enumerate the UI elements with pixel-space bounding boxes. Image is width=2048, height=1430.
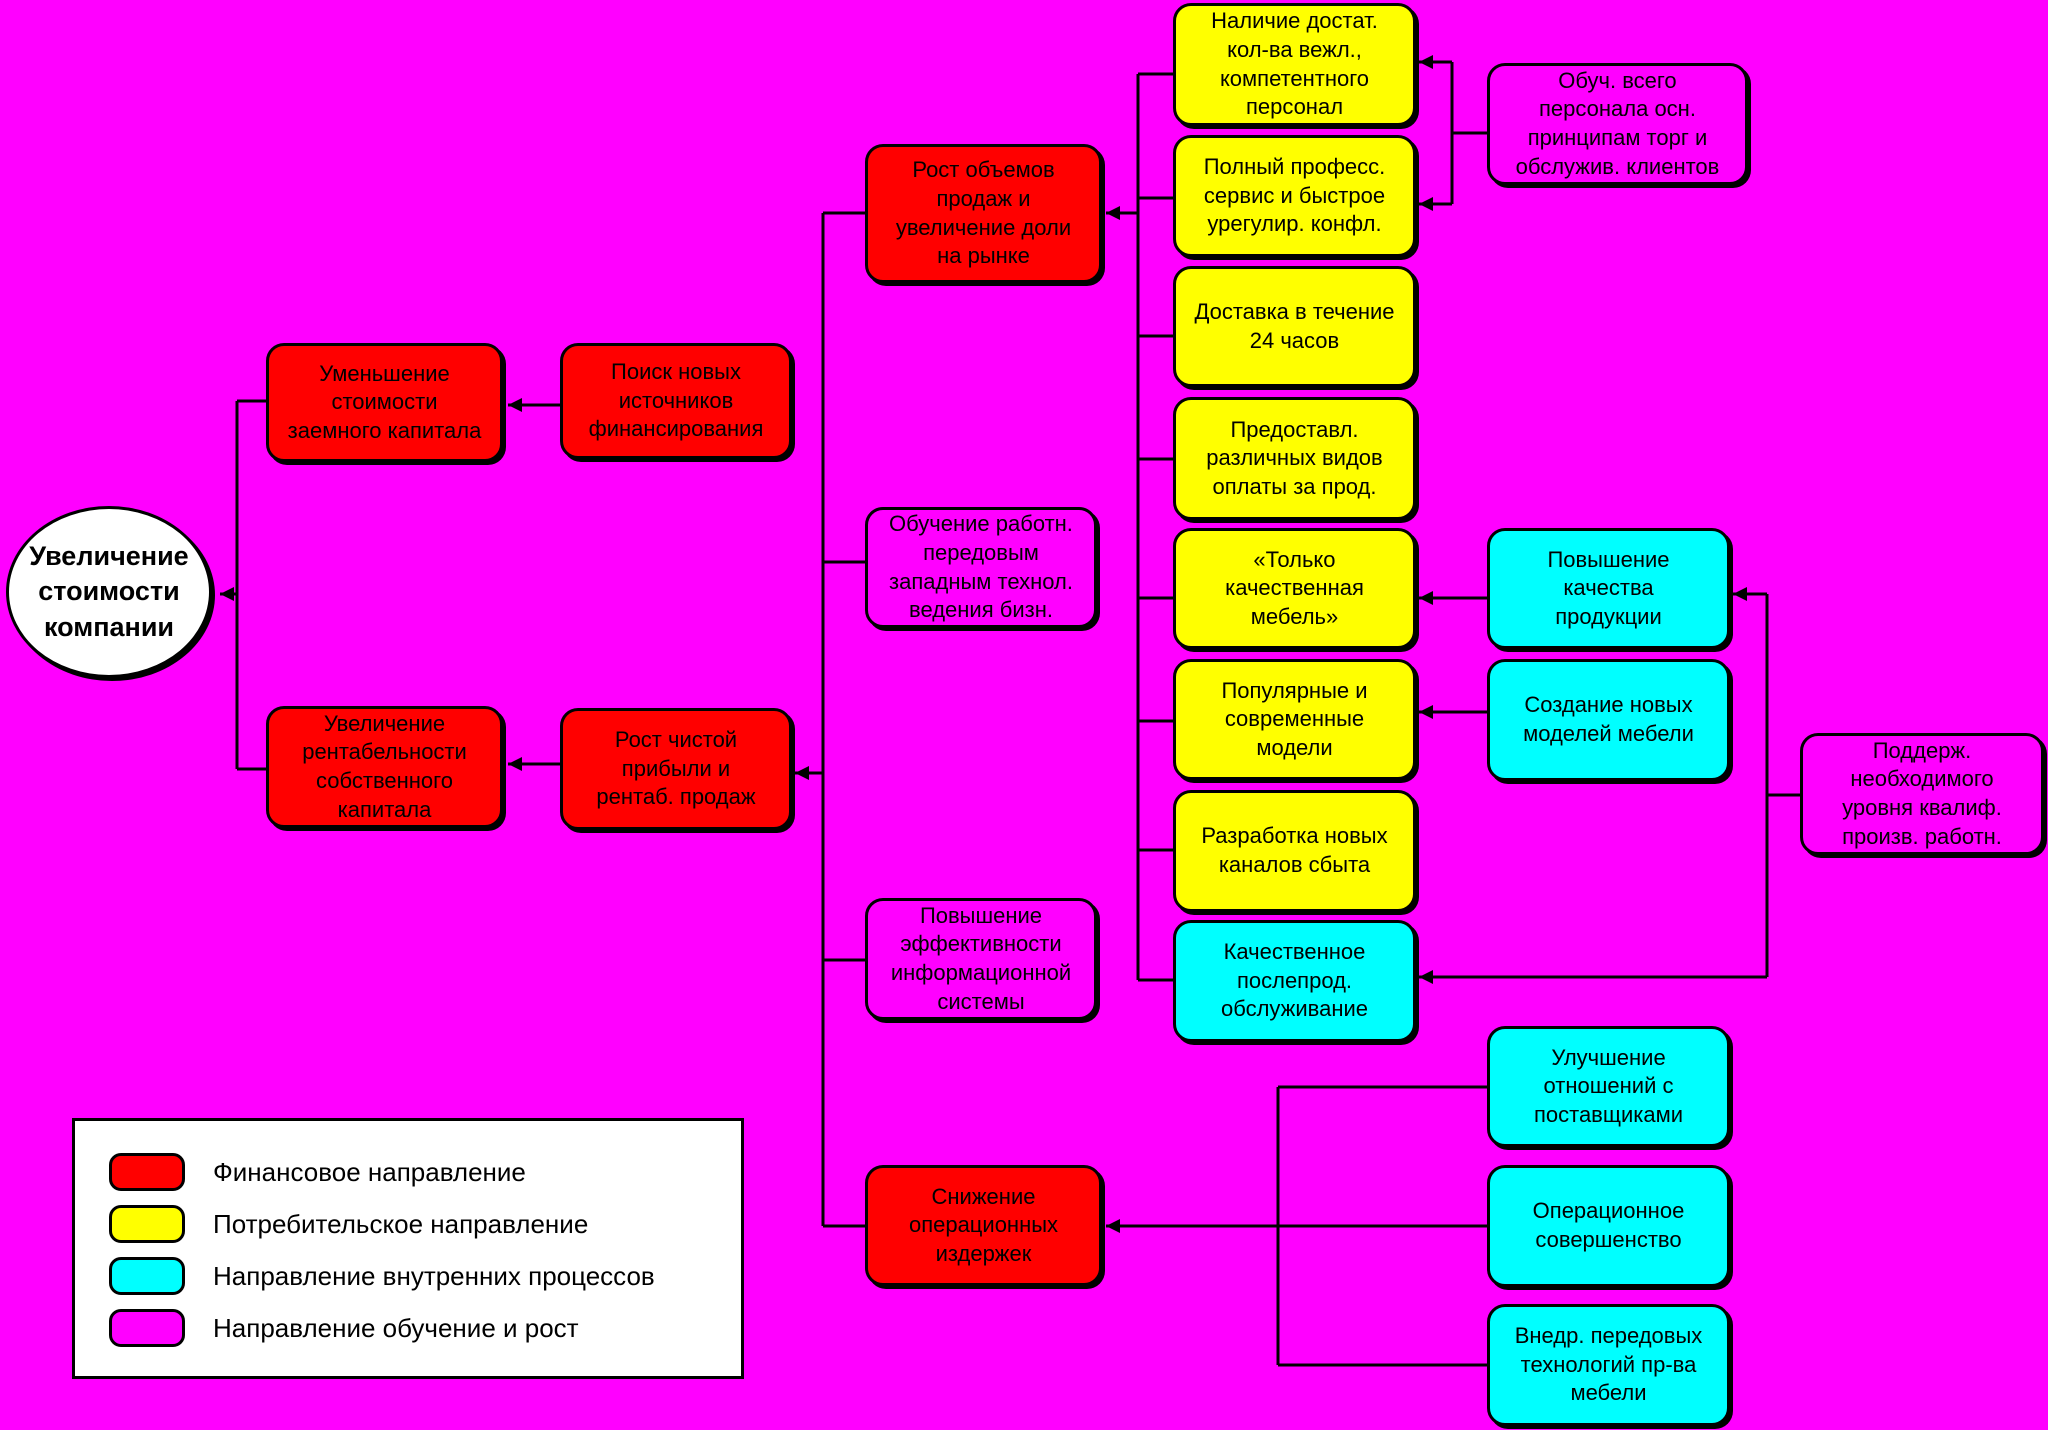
node-new-furniture-models: Создание новых моделей мебели [1487,659,1730,781]
node-reduce-debt-cost: Уменьшение стоимости заемного капитала [266,343,503,462]
legend-item-internal-processes: Направление внутренних процессов [109,1255,655,1297]
node-new-sales-channels: Разработка новых каналов сбыта [1173,790,1416,912]
legend-item-learning-growth: Направление обучение и рост [109,1307,579,1349]
legend-label: Финансовое направление [213,1156,526,1187]
legend-label: Потребительское направление [213,1208,589,1239]
legend-swatch-internal-processes [109,1257,185,1295]
node-profit-growth: Рост чистой прибыли и рентаб. продаж [560,708,792,830]
node-staff-training-western: Обучение работн. передовым западным техн… [865,507,1097,628]
node-after-sales-service: Качественное послепрод. обслуживание [1173,920,1416,1042]
node-operational-excellence: Операционное совершенство [1487,1165,1730,1287]
node-quality-furniture: «Только качественная мебель» [1173,528,1416,649]
node-new-funding-sources: Поиск новых источников финансирования [560,343,792,459]
node-staff-availability: Наличие достат. кол-ва вежл., компетентн… [1173,3,1416,126]
node-supplier-relations: Улучшение отношений с поставщиками [1487,1026,1730,1147]
node-full-service: Полный професс. сервис и быстрое урегули… [1173,135,1416,257]
node-qualification-support: Поддерж. необходимого уровня квалиф. про… [1800,733,2044,855]
legend-swatch-customer [109,1205,185,1243]
node-popular-models: Популярные и современные модели [1173,659,1416,780]
root-node-company-value: Увеличение стоимости компании [6,506,212,678]
legend-swatch-financial [109,1153,185,1191]
node-increase-equity-return: Увеличение рентабельности собственного к… [266,706,503,828]
legend-item-customer: Потребительское направление [109,1203,588,1245]
legend: Финансовое направление Потребительское н… [72,1118,744,1379]
node-delivery-24h: Доставка в течение 24 часов [1173,266,1416,387]
node-staff-training-basics: Обуч. всего персонала осн. принципам тор… [1487,63,1748,185]
node-advanced-technologies: Внедр. передовых технологий пр-ва мебели [1487,1304,1730,1426]
node-payment-types: Предоставл. различных видов оплаты за пр… [1173,397,1416,520]
legend-item-financial: Финансовое направление [109,1151,526,1193]
legend-label: Направление внутренних процессов [213,1260,655,1291]
legend-swatch-learning-growth [109,1309,185,1347]
node-reduce-operating-costs: Снижение операционных издержек [865,1165,1102,1286]
node-sales-growth: Рост объемов продаж и увеличение доли на… [865,144,1102,283]
legend-label: Направление обучение и рост [213,1312,579,1343]
node-quality-improvement: Повышение качества продукции [1487,528,1730,649]
node-info-system-efficiency: Повышение эффективности информационной с… [865,898,1097,1020]
